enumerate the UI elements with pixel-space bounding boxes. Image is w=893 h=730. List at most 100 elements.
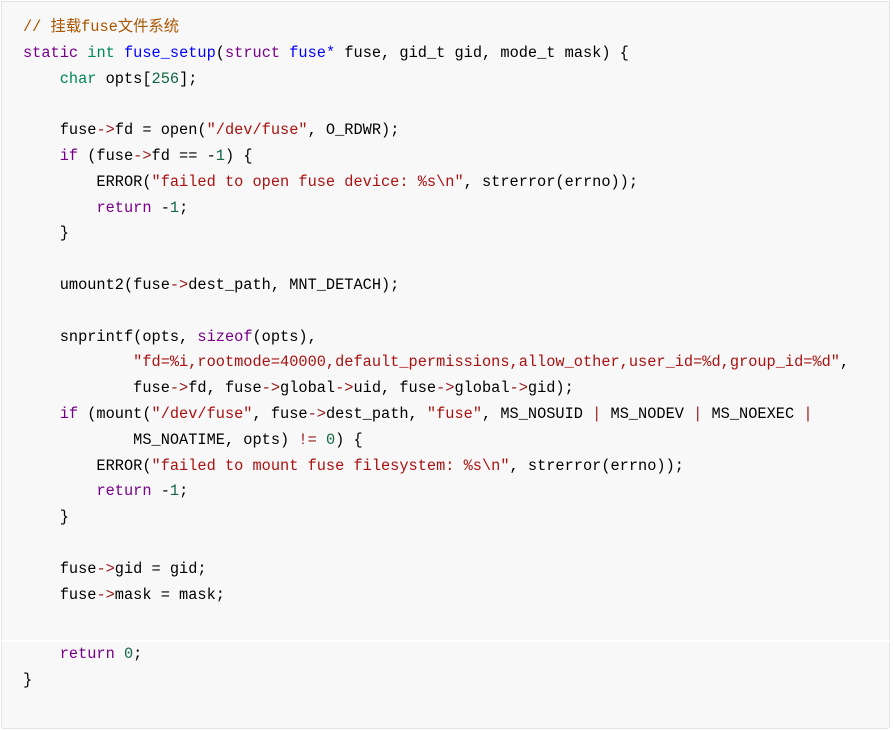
code-token-str: "/dev/fuse" [206, 121, 308, 140]
code-token-plain: dest_path, [325, 404, 427, 423]
code-line: ERROR("failed to mount fuse filesystem: … [23, 454, 889, 480]
code-token-plain [23, 70, 60, 88]
code-token-plain: global [280, 379, 336, 398]
code-token-kw: return [59, 645, 115, 663]
code-token-plain [78, 44, 87, 62]
code-token-str: "failed to open fuse device: %s\n" [151, 172, 464, 191]
code-token-plain: ; [179, 198, 189, 217]
code-line: ERROR("failed to open fuse device: %s\n"… [23, 170, 889, 196]
code-token-plain: fuse [23, 559, 97, 578]
code-token-plain: gid); [527, 379, 574, 398]
code-token-plain [317, 431, 326, 449]
code-token-plain: fuse, gid_t gid, mode_t mask) { [335, 43, 629, 62]
code-token-plain [23, 482, 96, 500]
code-token-plain: MS_NODEV [601, 404, 694, 423]
code-token-num: 1 [215, 146, 225, 165]
code-line: fuse->fd = open("/dev/fuse", O_RDWR); [23, 118, 889, 144]
code-token-op: -> [335, 379, 354, 398]
code-token-op: != [298, 430, 317, 449]
code-token-plain: opts[ [96, 69, 152, 88]
code-token-plain: } [23, 224, 69, 243]
code-token-plain: snprintf(opts, [23, 327, 198, 346]
code-token-plain: } [23, 670, 33, 689]
blank-line [23, 247, 889, 273]
code-token-plain: - [151, 482, 170, 501]
blank-line [23, 92, 889, 118]
code-token-plain: ) { [335, 430, 363, 449]
code-line: fuse->fd, fuse->global->uid, fuse->globa… [23, 376, 889, 402]
code-token-plain: ERROR( [23, 456, 152, 475]
code-token-plain: ; [133, 645, 143, 663]
code-token-plain: gid = gid; [114, 559, 207, 578]
code-token-plain [23, 405, 60, 423]
code-token-op: -> [307, 404, 326, 423]
code-token-plain [115, 44, 124, 62]
code-token-var: fuse* [289, 43, 336, 62]
code-token-plain: ( [215, 43, 225, 62]
code-line: return -1; [23, 196, 889, 222]
code-token-str: "fd=%i,rootmode=40000,default_permission… [133, 353, 840, 372]
code-token-op: -> [509, 379, 528, 398]
code-token-kw: if [59, 404, 79, 423]
code-token-type: char [59, 69, 97, 88]
code-token-plain: , strerror(errno)); [509, 456, 684, 475]
code-token-op: -> [261, 379, 281, 398]
code-line: return -1; [23, 479, 889, 505]
code-token-plain: uid, fuse [353, 379, 437, 398]
code-token-plain: fuse [23, 379, 170, 398]
code-token-plain: - [151, 198, 170, 217]
code-block-continuation: return 0;} [1, 642, 890, 729]
code-token-str: "/dev/fuse" [151, 404, 253, 423]
code-token-plain: (mount( [78, 404, 152, 423]
code-token-plain: , strerror(errno)); [463, 172, 639, 191]
code-token-plain: MS_NOATIME, opts) [23, 430, 299, 449]
code-token-kw: return [96, 198, 152, 217]
code-token-str: "failed to mount fuse filesystem: %s\n" [151, 456, 510, 475]
code-token-type: int [87, 43, 115, 62]
code-line: } [23, 505, 889, 531]
code-line: fuse->mask = mask; [23, 583, 889, 609]
code-token-kw: struct [224, 43, 281, 62]
code-token-plain: , [840, 353, 850, 372]
code-token-op: -> [169, 379, 189, 398]
code-token-op: -> [96, 559, 115, 578]
code-token-plain: ; [179, 482, 189, 501]
code-line: } [23, 668, 889, 694]
code-token-plain: fuse [23, 585, 97, 604]
code-token-plain [23, 645, 60, 663]
code-token-plain [280, 44, 289, 62]
code-token-plain: fd, fuse [188, 379, 262, 398]
code-token-op: -> [96, 121, 115, 140]
code-token-plain: (fuse [78, 146, 134, 165]
code-token-plain: umount2(fuse [23, 275, 170, 294]
code-token-num: 1 [169, 198, 180, 217]
code-token-plain [115, 645, 124, 663]
code-token-plain: fd == - [151, 146, 216, 165]
code-token-plain: fuse [23, 121, 97, 140]
code-token-def: fuse_setup [124, 43, 216, 62]
code-line: snprintf(opts, sizeof(opts), [23, 325, 889, 351]
code-line: MS_NOATIME, opts) != 0) { [23, 428, 889, 454]
code-token-plain: , fuse [252, 404, 308, 423]
code-token-plain: ) { [224, 146, 253, 165]
code-token-plain: fd = open( [114, 121, 207, 140]
code-token-plain: ERROR( [23, 172, 152, 191]
code-token-num: 1 [169, 482, 180, 501]
code-token-num: 0 [325, 430, 336, 449]
code-token-comment: // 挂载fuse文件系统 [23, 18, 180, 36]
code-token-op: | [803, 404, 813, 423]
code-token-op: -> [436, 379, 455, 398]
code-line: } [23, 221, 889, 247]
blank-line [23, 299, 889, 325]
code-token-plain: MS_NOEXEC [702, 404, 804, 423]
code-token-kw: if [59, 146, 79, 165]
code-line: "fd=%i,rootmode=40000,default_permission… [23, 350, 889, 376]
code-token-plain: mask = mask; [114, 585, 225, 604]
code-line: // 挂载fuse文件系统 [23, 15, 889, 41]
code-token-plain: dest_path, MNT_DETACH); [188, 275, 400, 294]
code-token-plain [23, 353, 133, 371]
code-token-plain: } [23, 508, 69, 527]
code-token-plain [23, 147, 60, 165]
blank-line [23, 531, 889, 557]
